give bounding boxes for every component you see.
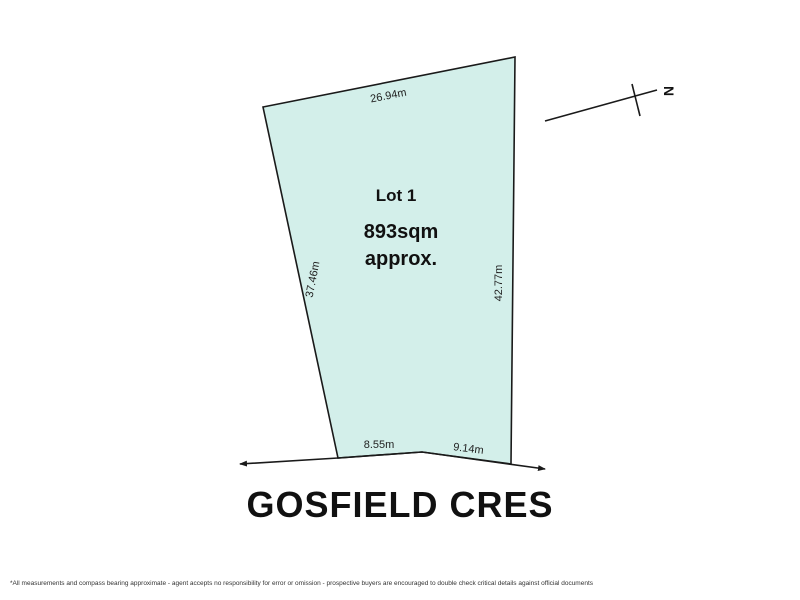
north-label: N [661, 86, 677, 96]
dimension-bottom-right: 9.14m [452, 441, 484, 457]
lot-area: 893sqm [364, 221, 439, 243]
street-name: GOSFIELD CRES [246, 484, 553, 525]
dimension-bottom-left: 8.55m [364, 439, 395, 451]
lot-name: Lot 1 [376, 186, 417, 205]
north-arrow-icon [544, 83, 658, 122]
street-frontage-line [239, 451, 546, 472]
disclaimer-text: *All measurements and compass bearing ap… [10, 580, 594, 587]
dimension-right: 42.77m [493, 265, 505, 302]
lot-area-qualifier: approx. [365, 248, 437, 270]
